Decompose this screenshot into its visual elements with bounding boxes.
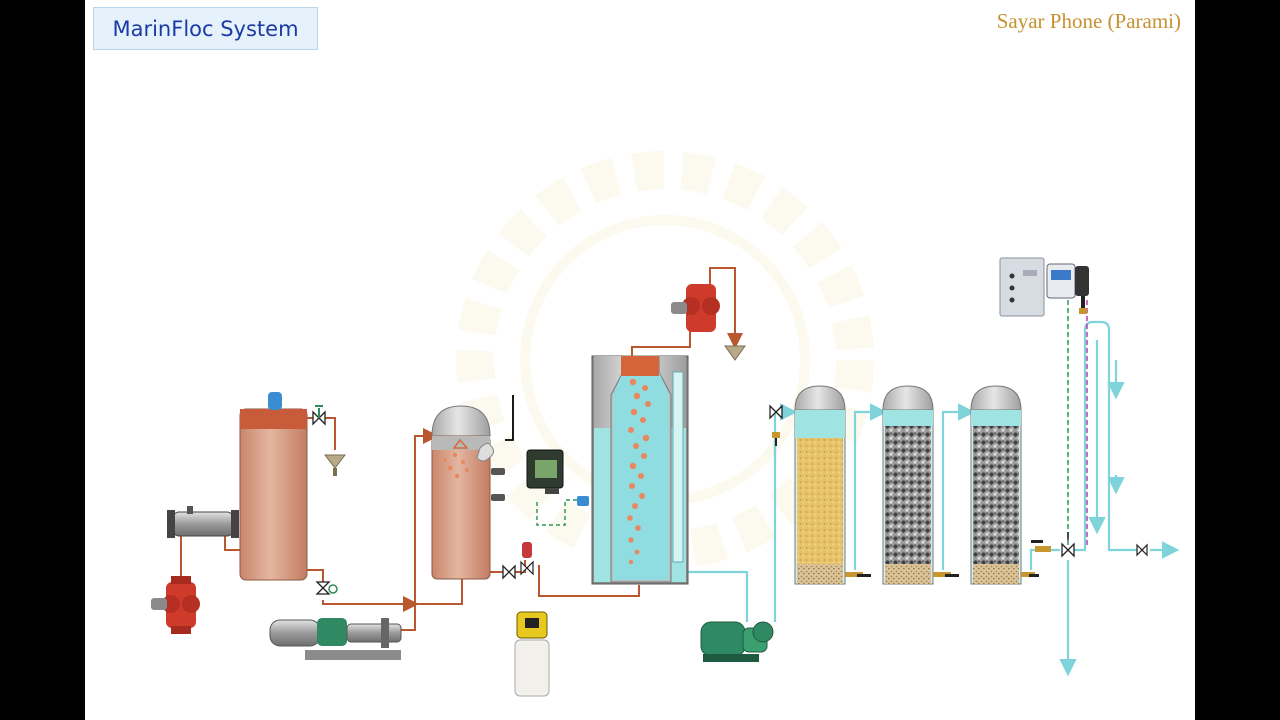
process-diagram [151,151,1180,697]
settling-tank[interactable] [239,392,308,581]
discharge-valve-icon[interactable] [1136,543,1148,557]
signal-line [536,499,580,526]
title-box: MarinFloc System [93,7,318,50]
mixing-tank[interactable] [431,405,505,580]
sludge-diaphragm-pump-icon[interactable] [671,284,720,332]
vent-valve-icon[interactable] [312,405,326,426]
oil-droplets-icon [627,378,651,565]
centrifugal-pump-icon[interactable] [700,621,774,662]
three-way-valve-icon[interactable] [315,581,338,595]
diagram-title: MarinFloc System [112,16,299,41]
bypass-three-way-valve-icon[interactable] [1031,532,1075,558]
level-sensor-icon [268,392,282,410]
drip-funnel-icon [323,454,347,476]
oil-content-monitor-icon[interactable] [1046,263,1089,314]
air-bubbles-icon [443,452,469,479]
heat-exchanger-icon[interactable] [167,506,239,538]
canvas: MarinFloc System Sayar Phone (Parami) [85,0,1195,720]
flow-sensor-icon [577,496,589,506]
pressure-valve-icon[interactable] [520,542,534,576]
sand-filter-column[interactable] [794,385,871,585]
sensor-probe-icon [491,494,505,501]
discharge-funnel-icon [724,345,746,361]
sensor-probe-icon [491,468,505,475]
progressive-cavity-pump-icon[interactable] [269,618,402,660]
feed-diaphragm-pump-icon[interactable] [151,576,200,634]
dosing-pump-icon[interactable] [514,611,550,697]
carbon-filter-column-2[interactable] [970,385,1039,585]
author-label: Sayar Phone (Parami) [996,9,1181,33]
control-panel-icon[interactable] [999,257,1045,317]
air-inlet-line [505,395,514,441]
outlet-valve-icon[interactable] [502,564,516,580]
level-controller-icon[interactable] [526,449,564,494]
flotation-unit[interactable] [591,355,689,585]
carbon-filter-column-1[interactable] [882,385,959,585]
inlet-three-way-valve-icon[interactable] [769,404,783,446]
